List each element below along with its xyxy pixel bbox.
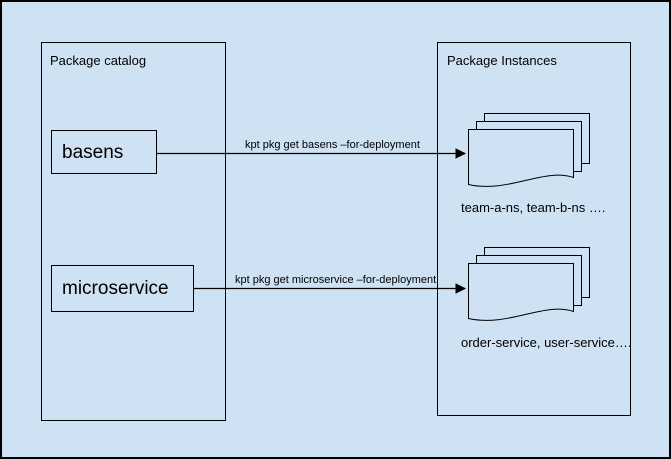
package-box-basens-label: basens [62,141,124,163]
package-instances-panel [437,42,631,416]
package-catalog-title: Package catalog [50,53,147,68]
document-front-icon [468,263,574,321]
instance-caption-namespaces: team-a-ns, team-b-ns …. [461,200,606,215]
document-stack-icon [468,247,590,321]
instance-caption-services: order-service, user-service…. [461,335,632,350]
package-instances-title: Package Instances [447,53,557,68]
document-front-icon [468,129,574,187]
package-catalog-panel [41,42,226,421]
command-label-microservice: kpt pkg get microservice –for-deployment [235,274,437,286]
document-stack-services [466,245,592,336]
command-label-basens: kpt pkg get basens –for-deployment [245,139,420,151]
package-box-microservice-label: microservice [62,278,169,299]
document-stack-icon [468,113,590,187]
package-box-microservice: microservice [51,265,194,312]
document-stack-namespaces [466,111,592,202]
package-box-basens: basens [51,130,157,174]
